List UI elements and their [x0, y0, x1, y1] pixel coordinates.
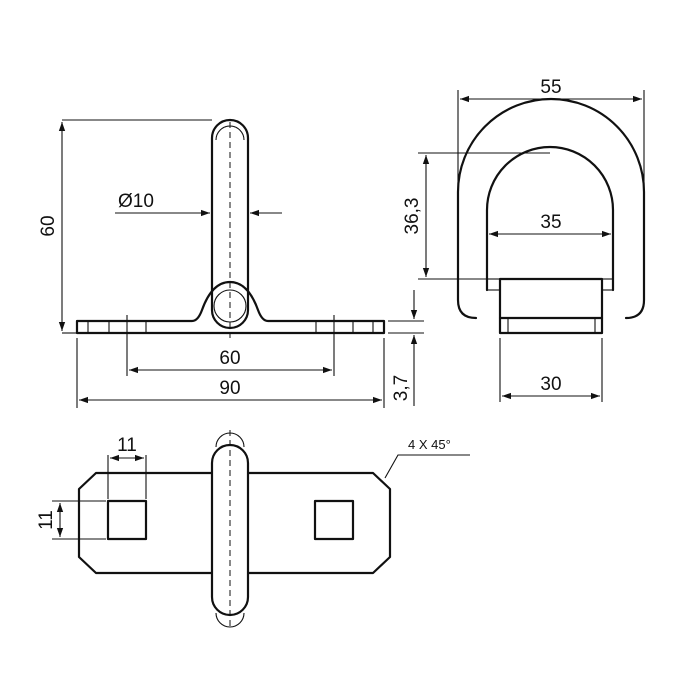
- bracket-block: [498, 277, 604, 335]
- chamfer-note: 4 X 45°: [408, 437, 451, 452]
- chamfer-leader: [384, 454, 470, 479]
- dim-length-90: 90: [219, 378, 240, 399]
- top-rod-end-bottom: [215, 612, 245, 628]
- top-view: 11 11 4 X 45°: [36, 430, 470, 630]
- dim-ring-width-55: 55: [540, 77, 561, 98]
- ring-inner: [485, 145, 615, 292]
- dim-diameter: Ø10: [118, 191, 154, 212]
- side-view: 55 36,3 35 30: [402, 77, 646, 402]
- dim-hole-height-11: 11: [36, 510, 57, 530]
- top-plate: [77, 471, 392, 575]
- dim-height-60: 60: [38, 215, 59, 236]
- dim-hole-width-11: 11: [117, 435, 137, 456]
- top-hole-right: [313, 499, 355, 541]
- dim-thickness: 3,7: [391, 375, 412, 401]
- dim-bracket-30: 30: [540, 374, 561, 395]
- front-view: 60 Ø10 60 90 3,7: [38, 118, 424, 408]
- dim-spacing-60: 60: [219, 348, 240, 369]
- dim-ring-height: 36,3: [402, 198, 423, 235]
- front-base-plate: [75, 280, 386, 335]
- dim-ring-inner-35: 35: [540, 212, 561, 233]
- front-rod: [210, 118, 250, 312]
- top-hole-left: [106, 499, 148, 541]
